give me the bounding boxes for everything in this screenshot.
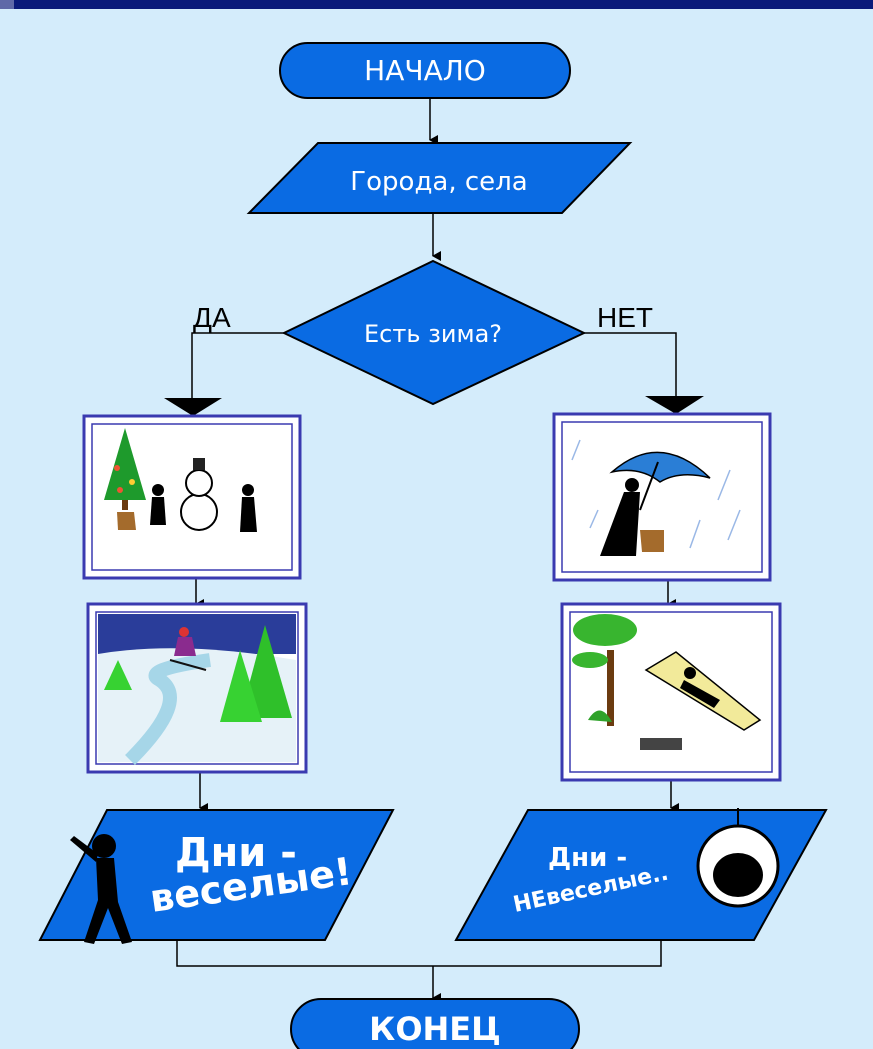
start-label: НАЧАЛО [364,54,486,87]
top-bar-corner [0,0,14,9]
connector-no-branch [584,332,677,398]
sunbathing-scene-icon [572,614,762,750]
crying-face-icon [696,808,780,908]
yes-arrowhead [164,398,222,416]
connector-yes-branch [191,332,285,398]
yes-image-frame-1 [82,414,302,580]
no-output-line1: Дни - [548,843,627,873]
decision-label: Есть зима? [364,320,502,348]
connector-merge [176,940,662,967]
yes-image-frame-2 [86,602,308,774]
end-terminator: КОНЕЦ [290,998,580,1049]
input-label: Города, села [350,167,527,197]
yes-output-line1: Дни - [175,830,297,876]
no-image-frame-1 [552,412,772,582]
top-bar [0,0,873,9]
snowman-scene-icon [104,428,257,532]
no-output: Дни - НЕвеселые.. [454,808,828,941]
shouting-person-icon [70,834,132,944]
input-parallelogram: Города, села [246,142,633,214]
no-arrowhead [645,396,704,414]
yes-output: Дни - веселые! [38,809,395,944]
connectors [176,98,679,1003]
start-terminator: НАЧАЛО [279,42,571,99]
decision-diamond: Есть зима? [281,259,587,406]
yes-label: ДА [193,302,231,333]
no-image-frame-2 [560,602,782,782]
skier-scene-icon [98,614,296,765]
end-label: КОНЕЦ [369,1010,501,1048]
no-label: НЕТ [597,302,653,333]
rain-umbrella-scene-icon [571,439,741,556]
